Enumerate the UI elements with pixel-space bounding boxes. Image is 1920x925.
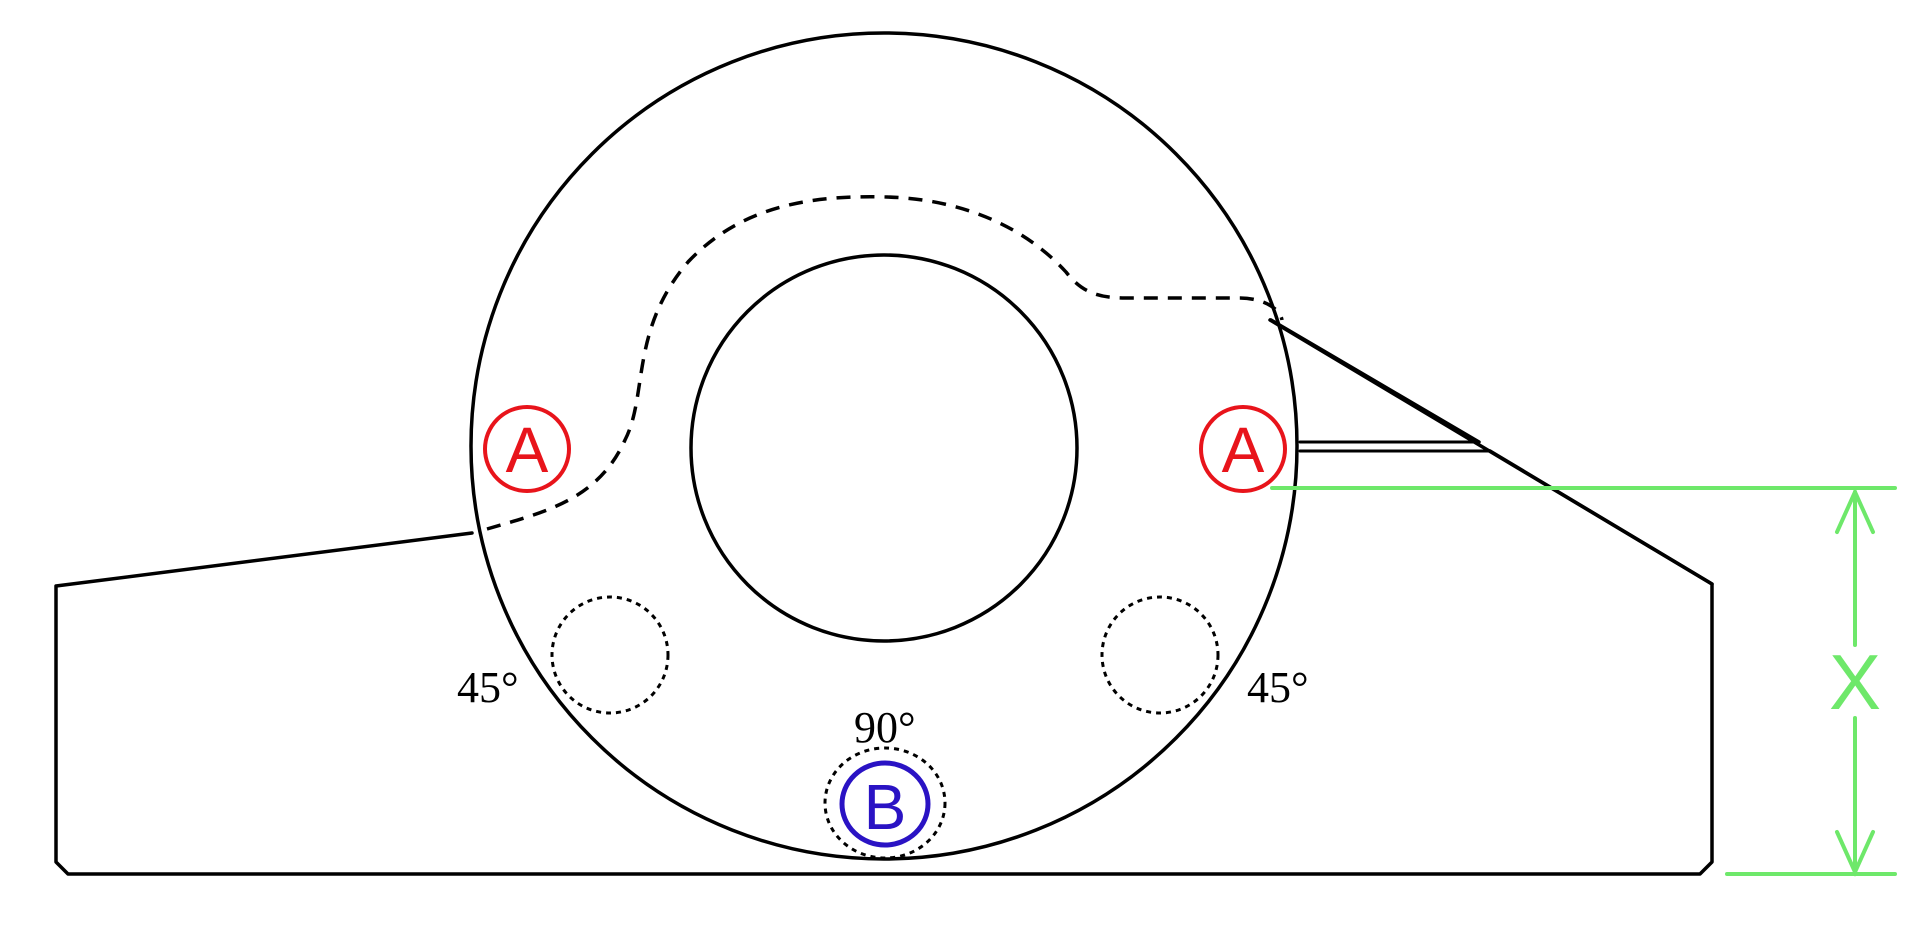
base-block-outline [54, 318, 1714, 876]
dimension-arrow-bottom [1835, 830, 1875, 877]
marker-a-left-letter: A [506, 414, 549, 486]
dimension-x: X [1270, 486, 1897, 877]
dimension-arrow-top [1835, 487, 1875, 534]
marker-a-right-ring [1199, 405, 1287, 493]
shoulder-slope-lower [1488, 449, 1714, 586]
hidden-hole-bottom [823, 746, 947, 860]
hidden-contour-line [486, 195, 1284, 531]
marker-b-ring [839, 760, 931, 848]
marker-a-right: A [1199, 405, 1287, 493]
marker-b-bottom: B [839, 760, 931, 848]
angle-label-right: 45° [1247, 663, 1309, 712]
hidden-hole-right [1100, 595, 1220, 715]
marker-a-right-letter: A [1222, 414, 1265, 486]
marker-a-left-ring [483, 405, 571, 493]
angle-label-bottom: 90° [854, 703, 916, 752]
hidden-hole-left [550, 595, 670, 715]
shoulder-edge [1269, 318, 1481, 444]
marker-a-left: A [483, 405, 571, 493]
dimension-label-x: X [1829, 638, 1881, 726]
bore-circle [689, 253, 1079, 643]
angle-label-left: 45° [457, 663, 519, 712]
marker-b-letter: B [864, 771, 907, 843]
